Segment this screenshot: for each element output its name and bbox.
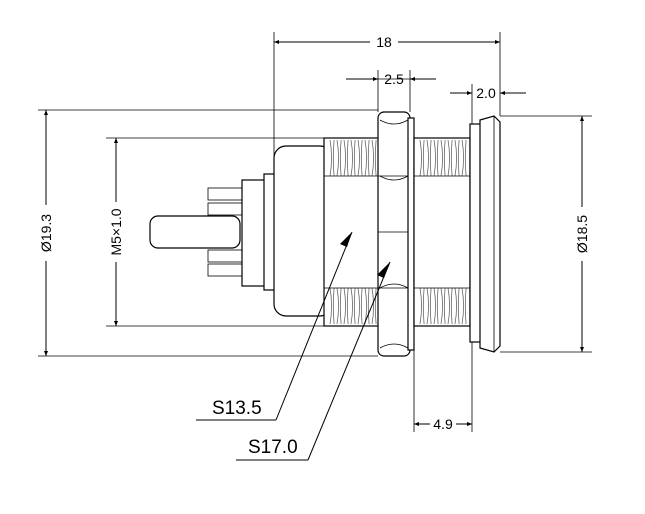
thread-ridges-right [419, 139, 467, 325]
rear-housing [273, 145, 333, 317]
center-pin [149, 215, 241, 249]
dim-flange-diameter: Ø18.5 [574, 215, 590, 253]
flange-face [479, 115, 501, 353]
pins [149, 179, 267, 287]
thread-ridge [336, 139, 342, 177]
connector-part [149, 111, 501, 357]
thread-ridge [364, 139, 370, 177]
thread-ridge [419, 139, 425, 177]
dim-nut-thickness: 2.5 [384, 71, 404, 87]
thread-ridge [350, 139, 356, 177]
thread-ridge [426, 139, 432, 177]
thread-ridge [343, 287, 349, 325]
thread-ridge [433, 287, 439, 325]
dim-overall-length: 18 [376, 34, 392, 50]
nut-outline [377, 111, 411, 357]
callout-hex-large: S17.0 [248, 437, 298, 458]
thread-ridge [433, 139, 439, 177]
thread-ridge [336, 287, 342, 325]
thread-ridges-left [329, 139, 377, 325]
thread-ridge [371, 287, 377, 325]
thread-ridge [447, 139, 453, 177]
thread-ridge [461, 287, 467, 325]
pin-carrier [241, 179, 267, 287]
thread-ridge [454, 287, 460, 325]
threaded-barrel-front [413, 137, 471, 327]
thread-ridge [440, 287, 446, 325]
callout-hex-small: S13.5 [212, 398, 262, 419]
dim-outer-diameter: Ø19.3 [38, 214, 54, 252]
thread-ridge [419, 287, 425, 325]
callouts: S13.5 S17.0 [196, 231, 391, 461]
thread-ridge [461, 139, 467, 177]
dimension-lines: 18 2.5 2.0 Ø19.3 M5×1.0 Ø18.5 [37, 32, 592, 432]
thread-ridge [447, 287, 453, 325]
dim-thread: M5×1.0 [108, 208, 124, 255]
thread-ridge [357, 139, 363, 177]
thread-ridge [350, 287, 356, 325]
thread-ridge [440, 139, 446, 177]
thread-ridge [343, 139, 349, 177]
thread-ridge [357, 287, 363, 325]
thread-ridge [454, 139, 460, 177]
thread-ridge [329, 139, 335, 177]
thread-ridge [426, 287, 432, 325]
thread-ridge [329, 287, 335, 325]
thread-ridge [371, 139, 377, 177]
hex-nut [377, 111, 411, 357]
front-flange [469, 115, 501, 353]
panel-washer [407, 117, 415, 351]
dim-panel-thread: 4.9 [433, 416, 453, 432]
dim-flange-thickness: 2.0 [476, 85, 496, 101]
